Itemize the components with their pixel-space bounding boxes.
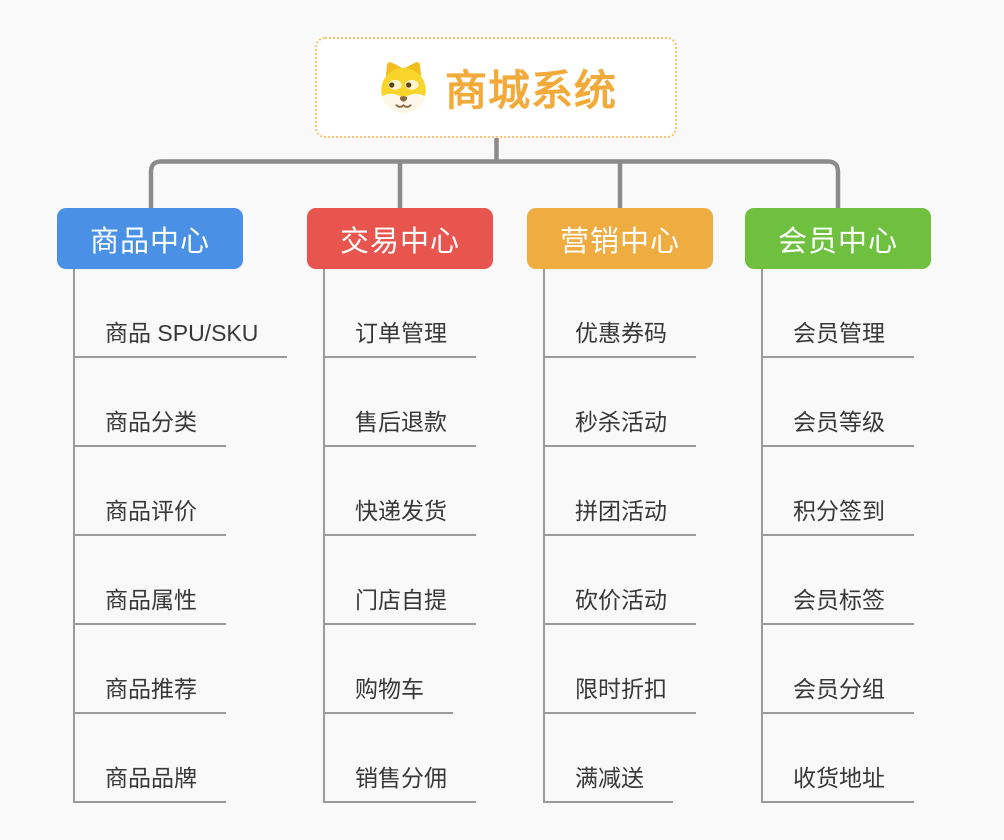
- leaf-node[interactable]: 门店自提: [325, 536, 476, 625]
- branch-items-trade-center: 订单管理 售后退款 快递发货 门店自提 购物车 销售分佣: [323, 269, 476, 803]
- leaf-node[interactable]: 秒杀活动: [545, 358, 696, 447]
- leaf-node[interactable]: 会员等级: [763, 358, 914, 447]
- leaf-node[interactable]: 商品品牌: [75, 714, 226, 803]
- leaf-node[interactable]: 会员分组: [763, 625, 914, 714]
- rail-line: [148, 159, 841, 212]
- leaf-node[interactable]: 会员管理: [763, 269, 914, 358]
- tree-connectors: [148, 136, 841, 212]
- leaf-node[interactable]: 积分签到: [763, 447, 914, 536]
- leaf-node[interactable]: 订单管理: [325, 269, 476, 358]
- leaf-node[interactable]: 砍价活动: [545, 536, 696, 625]
- leaf-node[interactable]: 商品 SPU/SKU: [75, 269, 288, 358]
- leaf-node[interactable]: 购物车: [325, 625, 453, 714]
- branch-node-member-center[interactable]: 会员中心: [745, 208, 931, 269]
- leaf-node[interactable]: 商品分类: [75, 358, 226, 447]
- branch-items-member-center: 会员管理 会员等级 积分签到 会员标签 会员分组 收货地址: [761, 269, 914, 803]
- branch-node-marketing-center[interactable]: 营销中心: [527, 208, 713, 269]
- branch-node-trade-center[interactable]: 交易中心: [307, 208, 493, 269]
- root-node[interactable]: 商城系统: [315, 37, 677, 138]
- leaf-node[interactable]: 拼团活动: [545, 447, 696, 536]
- leaf-node[interactable]: 限时折扣: [545, 625, 696, 714]
- leaf-node[interactable]: 优惠券码: [545, 269, 696, 358]
- leaf-node[interactable]: 售后退款: [325, 358, 476, 447]
- leaf-node[interactable]: 会员标签: [763, 536, 914, 625]
- leaf-node[interactable]: 商品评价: [75, 447, 226, 536]
- leaf-node[interactable]: 销售分佣: [325, 714, 476, 803]
- leaf-node[interactable]: 满减送: [545, 714, 673, 803]
- root-title: 商城系统: [444, 67, 617, 114]
- leaf-node[interactable]: 快递发货: [325, 447, 476, 536]
- leaf-node[interactable]: 商品推荐: [75, 625, 226, 714]
- leaf-node[interactable]: 商品属性: [75, 536, 226, 625]
- branch-node-product-center[interactable]: 商品中心: [57, 208, 243, 269]
- branch-items-marketing-center: 优惠券码 秒杀活动 拼团活动 砍价活动 限时折扣 满减送: [543, 269, 696, 803]
- dog-face-icon: [375, 59, 432, 116]
- branch-items-product-center: 商品 SPU/SKU 商品分类 商品评价 商品属性 商品推荐 商品品牌: [73, 269, 288, 803]
- leaf-node[interactable]: 收货地址: [763, 714, 914, 803]
